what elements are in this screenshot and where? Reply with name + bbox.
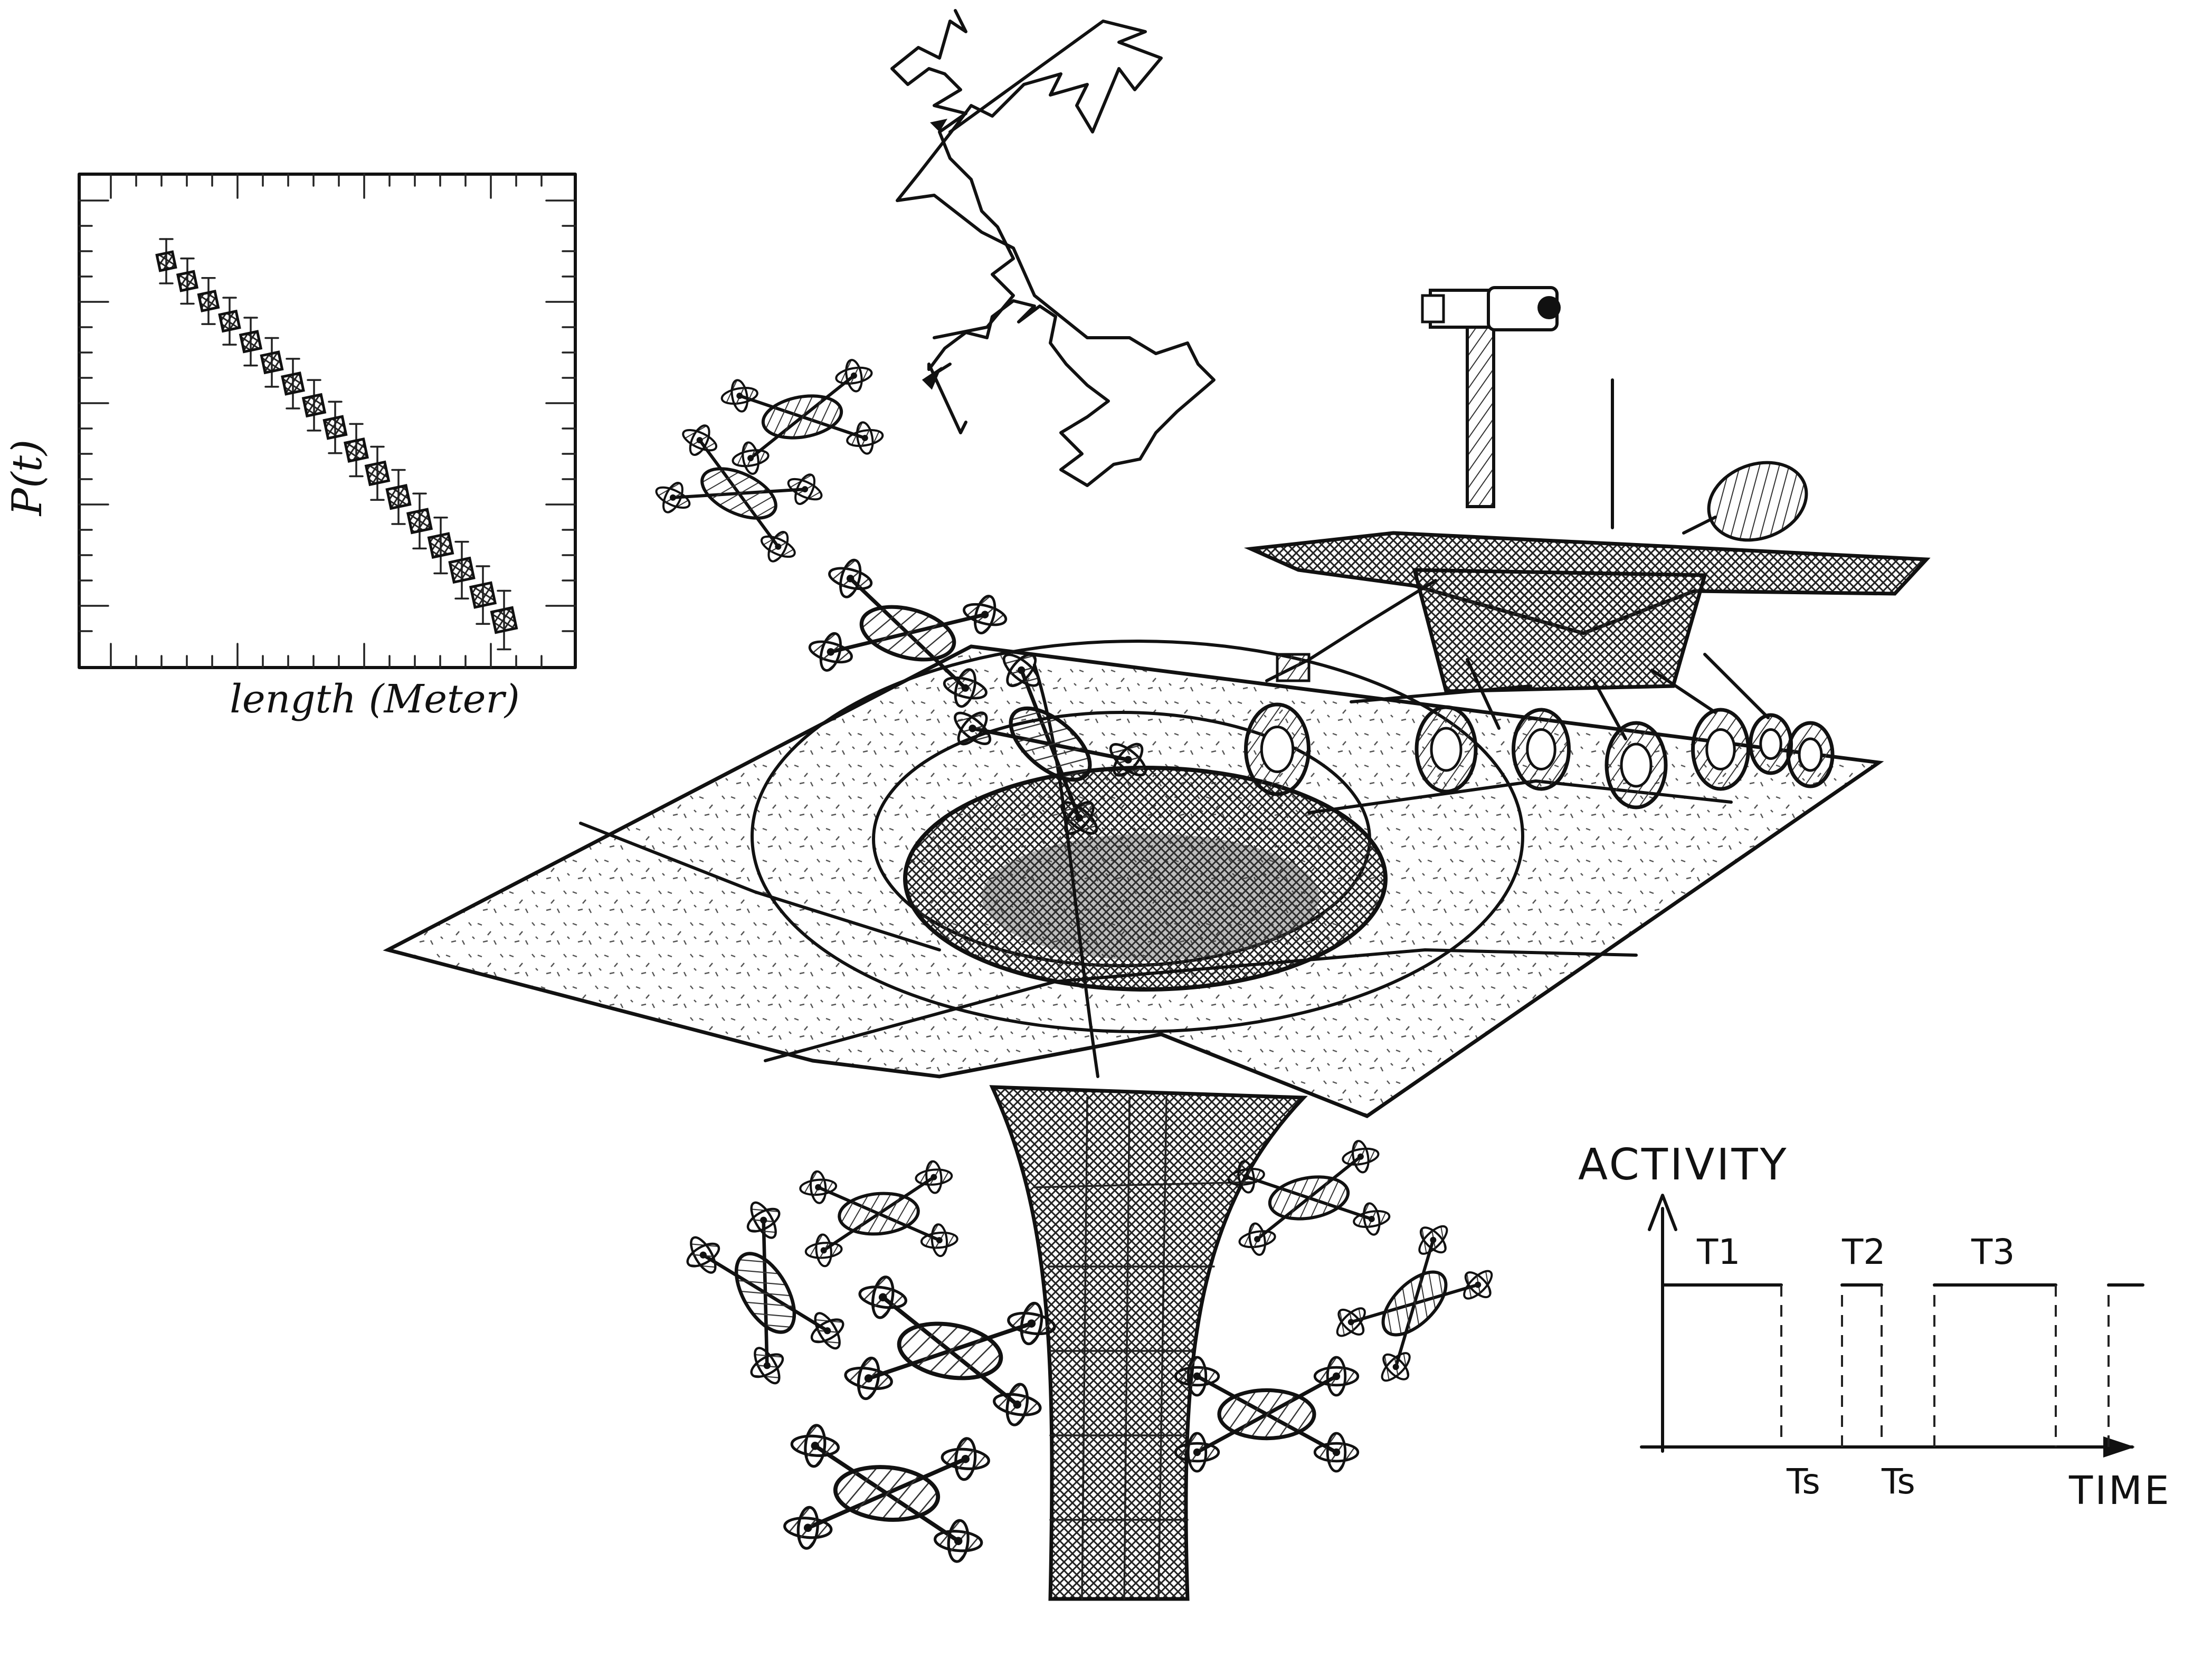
decay-plot-ticks xyxy=(78,173,576,669)
drone-icon xyxy=(718,356,887,478)
decay-point xyxy=(218,297,241,346)
activity-plot-xlabel: TIME xyxy=(2068,1468,2171,1513)
rover-wheel xyxy=(1512,708,1571,791)
decay-plot-xlabel: length (Meter) xyxy=(230,677,520,722)
drone-icon xyxy=(649,417,829,570)
decay-point xyxy=(239,317,263,367)
decay-point xyxy=(427,516,454,575)
rover-wheel xyxy=(1244,702,1311,796)
decay-point xyxy=(260,337,284,388)
decay-point xyxy=(344,423,369,478)
drone-icon xyxy=(1175,1357,1358,1471)
activity-label-t3: T3 xyxy=(1971,1232,2015,1272)
drone-icon xyxy=(944,642,1157,846)
decay-plot-points xyxy=(155,238,518,651)
decay-point xyxy=(176,258,199,305)
rover-wheel xyxy=(1414,705,1478,794)
drone-icon xyxy=(1224,1137,1393,1259)
decay-point xyxy=(281,358,305,410)
activity-label-ts-1: Ts xyxy=(1786,1461,1820,1502)
activity-label-ts-2: Ts xyxy=(1881,1461,1915,1502)
decay-point xyxy=(448,540,476,599)
drone-icon xyxy=(678,1194,852,1391)
decay-point xyxy=(490,589,518,651)
activity-plot: ACTIVITY T1 T2 T3 Ts Ts TIME xyxy=(1578,1140,2171,1513)
funnel-surface xyxy=(383,640,1884,1601)
funnel-neck xyxy=(989,1085,1308,1601)
decay-point xyxy=(385,469,412,525)
activity-label-t2: T2 xyxy=(1841,1232,1885,1272)
decay-point xyxy=(301,379,327,432)
decay-plot-ylabel: P(t) xyxy=(4,440,51,517)
drone-icon xyxy=(1327,1216,1502,1391)
drone-icon xyxy=(783,1423,990,1564)
drone-icon xyxy=(805,555,1011,712)
decay-plot-frame xyxy=(78,173,577,669)
random-walk-path xyxy=(890,9,1216,487)
decay-plot: P(t) length (Meter) xyxy=(4,173,577,722)
decay-point xyxy=(155,238,177,284)
rover-wheel xyxy=(1605,721,1668,810)
rover-icon xyxy=(1243,286,1931,810)
decay-point xyxy=(197,277,220,325)
drone-icon xyxy=(842,1273,1058,1429)
decay-point xyxy=(364,445,391,501)
rover-wheel xyxy=(1691,708,1750,791)
decay-point xyxy=(469,565,497,625)
activity-label-t1: T1 xyxy=(1696,1232,1740,1272)
decay-point xyxy=(406,492,433,550)
rover-wheel xyxy=(1749,713,1793,775)
decay-point xyxy=(322,401,348,454)
drone-swarm xyxy=(649,356,1502,1564)
rover-wheel xyxy=(1786,721,1835,788)
activity-plot-ylabel: ACTIVITY xyxy=(1578,1140,1789,1190)
drone-icon xyxy=(798,1158,960,1269)
